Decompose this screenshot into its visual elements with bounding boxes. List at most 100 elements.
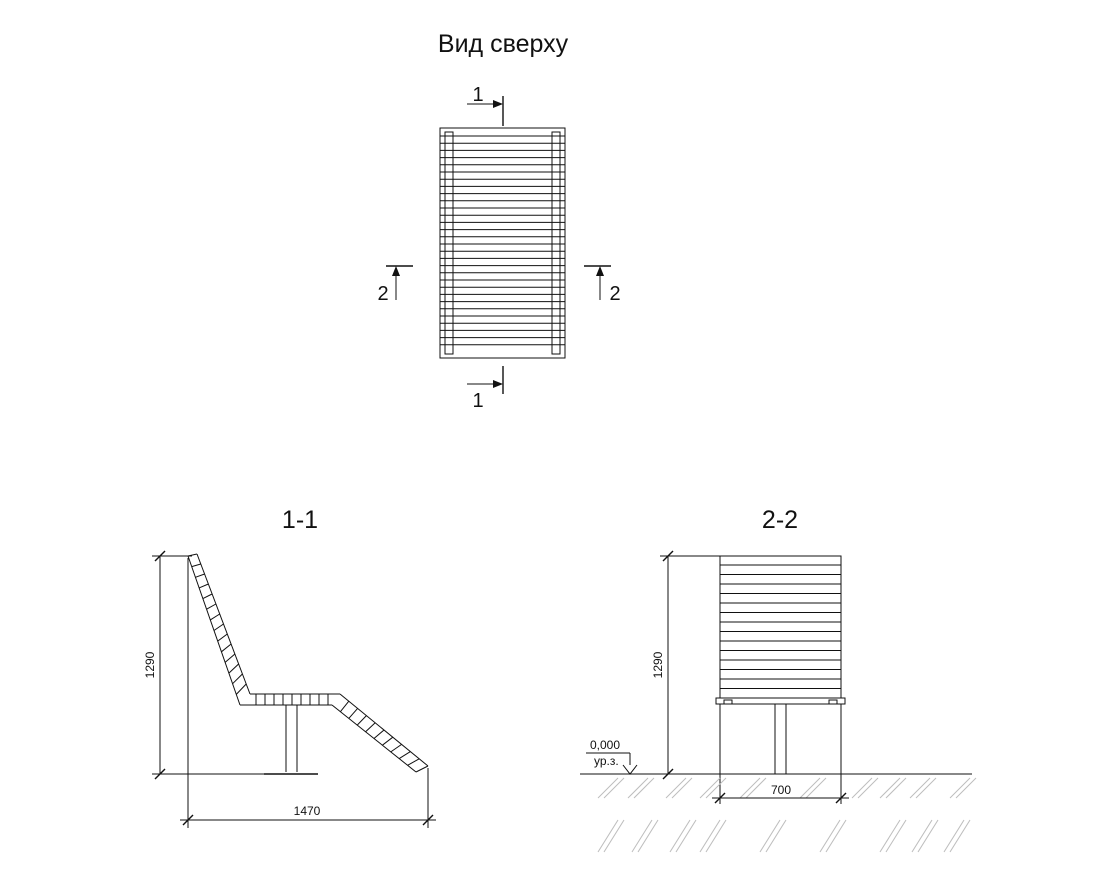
section-1-title: 1-1	[282, 506, 318, 534]
backrest-slat	[195, 573, 205, 578]
cut-2-left-label: 2	[377, 283, 388, 305]
ground-hatch-line	[915, 777, 937, 799]
seat-front-edge	[715, 697, 846, 705]
ground-hatch-line	[799, 777, 821, 799]
ground-hatch-line	[671, 777, 693, 799]
legrest-slat	[340, 700, 350, 713]
section-2-height-dimension: 1290	[651, 550, 720, 780]
ground-hatch-line	[955, 777, 977, 799]
legrest-slat	[356, 715, 367, 726]
legrest-slat	[382, 736, 394, 746]
ground-hatch-line	[603, 819, 625, 853]
section-1-length-dimension: 1470	[180, 558, 436, 828]
ground-hatch-line	[669, 819, 691, 853]
backrest-slat	[210, 613, 220, 621]
ground-hatch-line	[949, 819, 971, 853]
ground-hatch-line	[857, 777, 879, 799]
ground-hatch-line	[943, 819, 965, 853]
ground-hatch-line	[949, 777, 971, 799]
cut-2-right-label: 2	[609, 283, 620, 305]
ground-hatch-line	[637, 819, 659, 853]
legrest-slat	[398, 751, 411, 760]
ground-hatch-line	[745, 777, 767, 799]
legrest-slat	[407, 758, 420, 766]
section-1-1: 1-1	[143, 506, 436, 828]
ground-hatch-line	[699, 819, 721, 853]
lounger-legrest	[331, 693, 429, 773]
section-1-height-dimension: 1290	[143, 550, 268, 780]
section-2-width-dimension: 700	[712, 783, 849, 804]
top-view-left-rail	[444, 131, 454, 355]
backrest-slat	[235, 683, 247, 695]
lounger-support-post	[264, 704, 318, 775]
ground-hatch-line	[627, 777, 649, 799]
ground-hatch-line	[917, 819, 939, 853]
backrest-front-slats	[720, 564, 841, 689]
ground-hatch-line	[597, 777, 619, 799]
ground-hatch-line	[603, 777, 625, 799]
ground-hatch-line	[705, 777, 727, 799]
seat-left-rail	[723, 699, 733, 705]
ground-hatch-line	[765, 819, 787, 853]
lounger-seat	[240, 693, 340, 706]
backrest-slat	[221, 643, 232, 653]
ground-hatch-line	[879, 777, 901, 799]
cut-marker-2-left: 2	[377, 265, 413, 305]
ground-hatch-line	[665, 777, 687, 799]
cut-marker-2-right: 2	[584, 265, 621, 305]
ground-level-value: 0,000	[590, 738, 620, 752]
section-2-width-label: 700	[771, 783, 791, 797]
ground-hatch-line	[911, 819, 933, 853]
ground-hatch-line	[825, 819, 847, 853]
ground-hatch-line	[597, 819, 619, 853]
backrest-slat	[202, 593, 213, 600]
legrest-slat	[390, 743, 402, 753]
section-2-2: 2-2 1290 700	[580, 506, 977, 853]
ground-hatch-line	[759, 819, 781, 853]
ground-hatch-line	[851, 777, 873, 799]
backrest-front-face	[719, 555, 842, 699]
backrest-slat	[224, 653, 236, 663]
ground-hatch-line	[739, 777, 761, 799]
top-view-slats	[440, 135, 565, 346]
ground-hatch-line	[805, 777, 827, 799]
legrest-slat	[373, 729, 385, 739]
backrest-slat	[206, 603, 217, 610]
backrest-slat	[228, 663, 239, 674]
lounger-backrest	[187, 553, 251, 706]
backrest-slat	[191, 563, 201, 568]
cut-marker-1-top: 1	[467, 84, 504, 126]
backrest-slat	[232, 673, 243, 685]
seat-right-rail	[828, 699, 838, 705]
backrest-slat	[198, 583, 209, 589]
section-1-length-label: 1470	[294, 804, 321, 818]
ground-hatch-line	[631, 819, 653, 853]
top-view: Вид сверху 1 1 2	[377, 30, 620, 412]
ground-hatch-line	[705, 819, 727, 853]
ground-hatch-line	[633, 777, 655, 799]
top-view-outline	[439, 127, 566, 359]
legrest-slat	[365, 722, 376, 733]
ground-hatch-line	[675, 819, 697, 853]
top-view-title: Вид сверху	[438, 30, 569, 58]
cut-marker-1-bottom: 1	[467, 366, 504, 412]
top-view-right-rail	[551, 131, 561, 355]
section-2-height-label: 1290	[651, 651, 665, 678]
ground-hatch-line	[909, 777, 931, 799]
section-2-title: 2-2	[762, 506, 798, 534]
ground-hatch-line	[885, 819, 907, 853]
ground-hatch-line	[885, 777, 907, 799]
ground-hatch-line	[819, 819, 841, 853]
cut-1-top-label: 1	[472, 84, 483, 106]
backrest-slat	[217, 633, 228, 642]
legrest-slat	[348, 708, 358, 719]
ground-hatch-line	[699, 777, 721, 799]
ground-hatch-line	[879, 819, 901, 853]
section-1-height-label: 1290	[143, 651, 157, 678]
section-2-support-post	[774, 704, 787, 774]
cut-1-bottom-label: 1	[472, 390, 483, 412]
ground-level-mark: 0,000 ур.з.	[586, 738, 638, 775]
backrest-slat	[213, 623, 224, 631]
ground-hatching	[597, 777, 977, 853]
